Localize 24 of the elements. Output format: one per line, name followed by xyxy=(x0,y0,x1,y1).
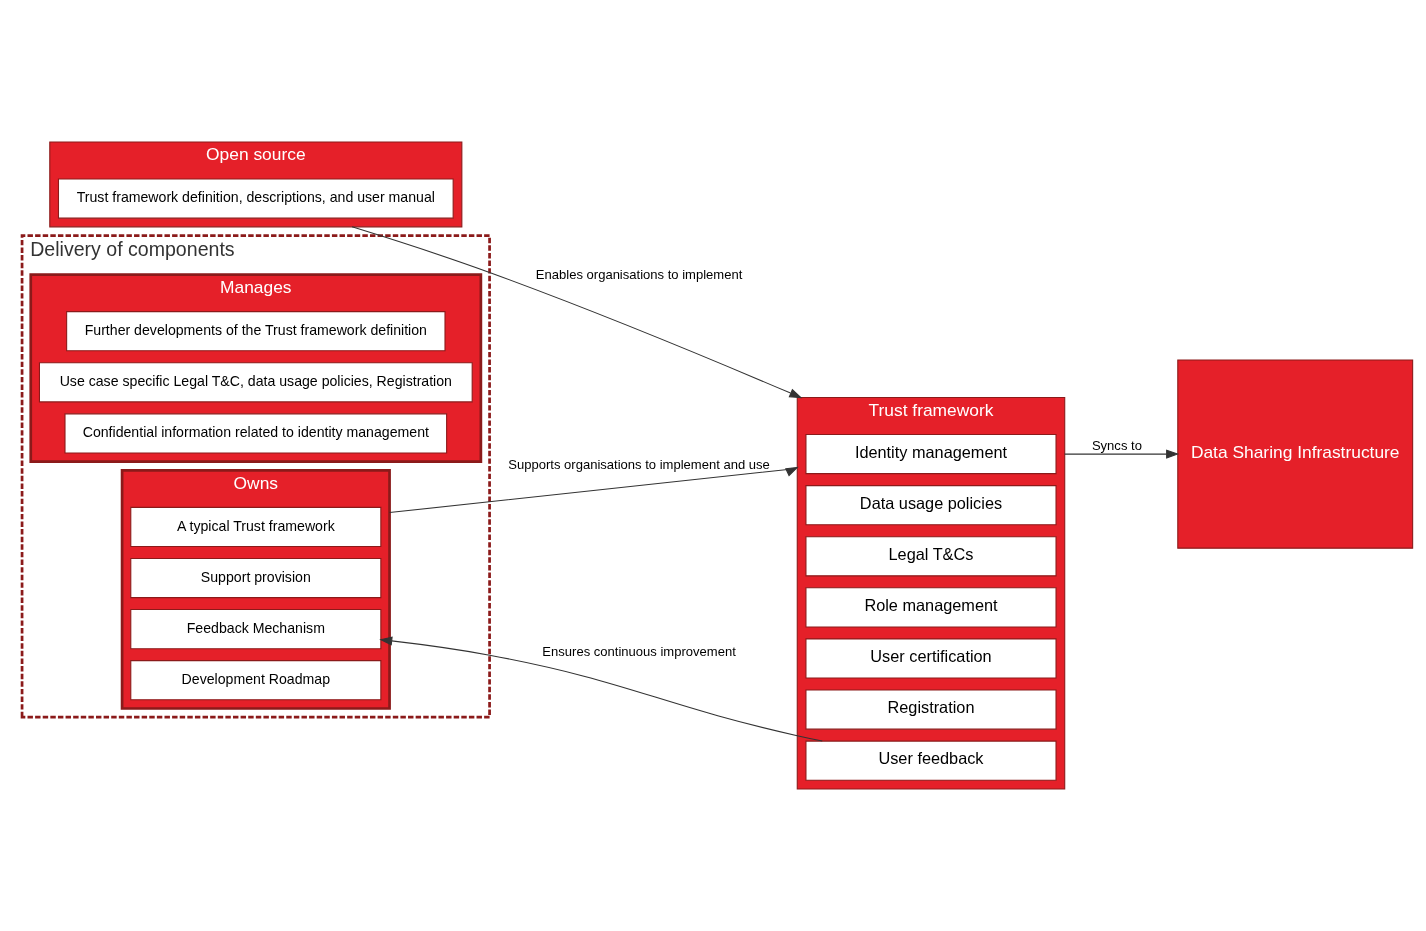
node-box: Further developments of the Trust framework definition xyxy=(66,311,446,352)
arrow xyxy=(351,226,803,399)
node-box: User certification xyxy=(805,638,1057,679)
node-box: Development Roadmap xyxy=(130,660,382,701)
node-box: A typical Trust framework xyxy=(130,506,382,548)
arrow xyxy=(379,636,823,742)
node-box: Data Sharing Infrastructure xyxy=(1177,359,1414,549)
node-box: Legal T&Cs xyxy=(805,536,1057,577)
edge-label: Syncs to xyxy=(1091,438,1142,454)
edge-label: Supports organisations to implement and use xyxy=(508,456,770,472)
arrow xyxy=(1064,449,1180,459)
node-box: Registration xyxy=(805,689,1057,730)
node-box: Feedback Mechanism xyxy=(130,609,382,650)
edge-label: Enables organisations to implement xyxy=(535,266,743,282)
node-box: Use case specific Legal T&C, data usage policies, Registration xyxy=(38,362,473,403)
node-box: Confidential information related to identity management xyxy=(64,413,448,454)
node-box: Data usage policies xyxy=(805,485,1057,526)
node-box: Trust framework definition, descriptions, and user manual xyxy=(57,178,454,219)
node-box: User feedback xyxy=(805,740,1057,781)
node-box: Identity management xyxy=(805,433,1057,475)
node-box: Support provision xyxy=(130,557,382,599)
node-box: Role management xyxy=(805,587,1057,628)
edge-label: Ensures continuous improvement xyxy=(542,643,736,659)
arrow xyxy=(389,466,799,514)
